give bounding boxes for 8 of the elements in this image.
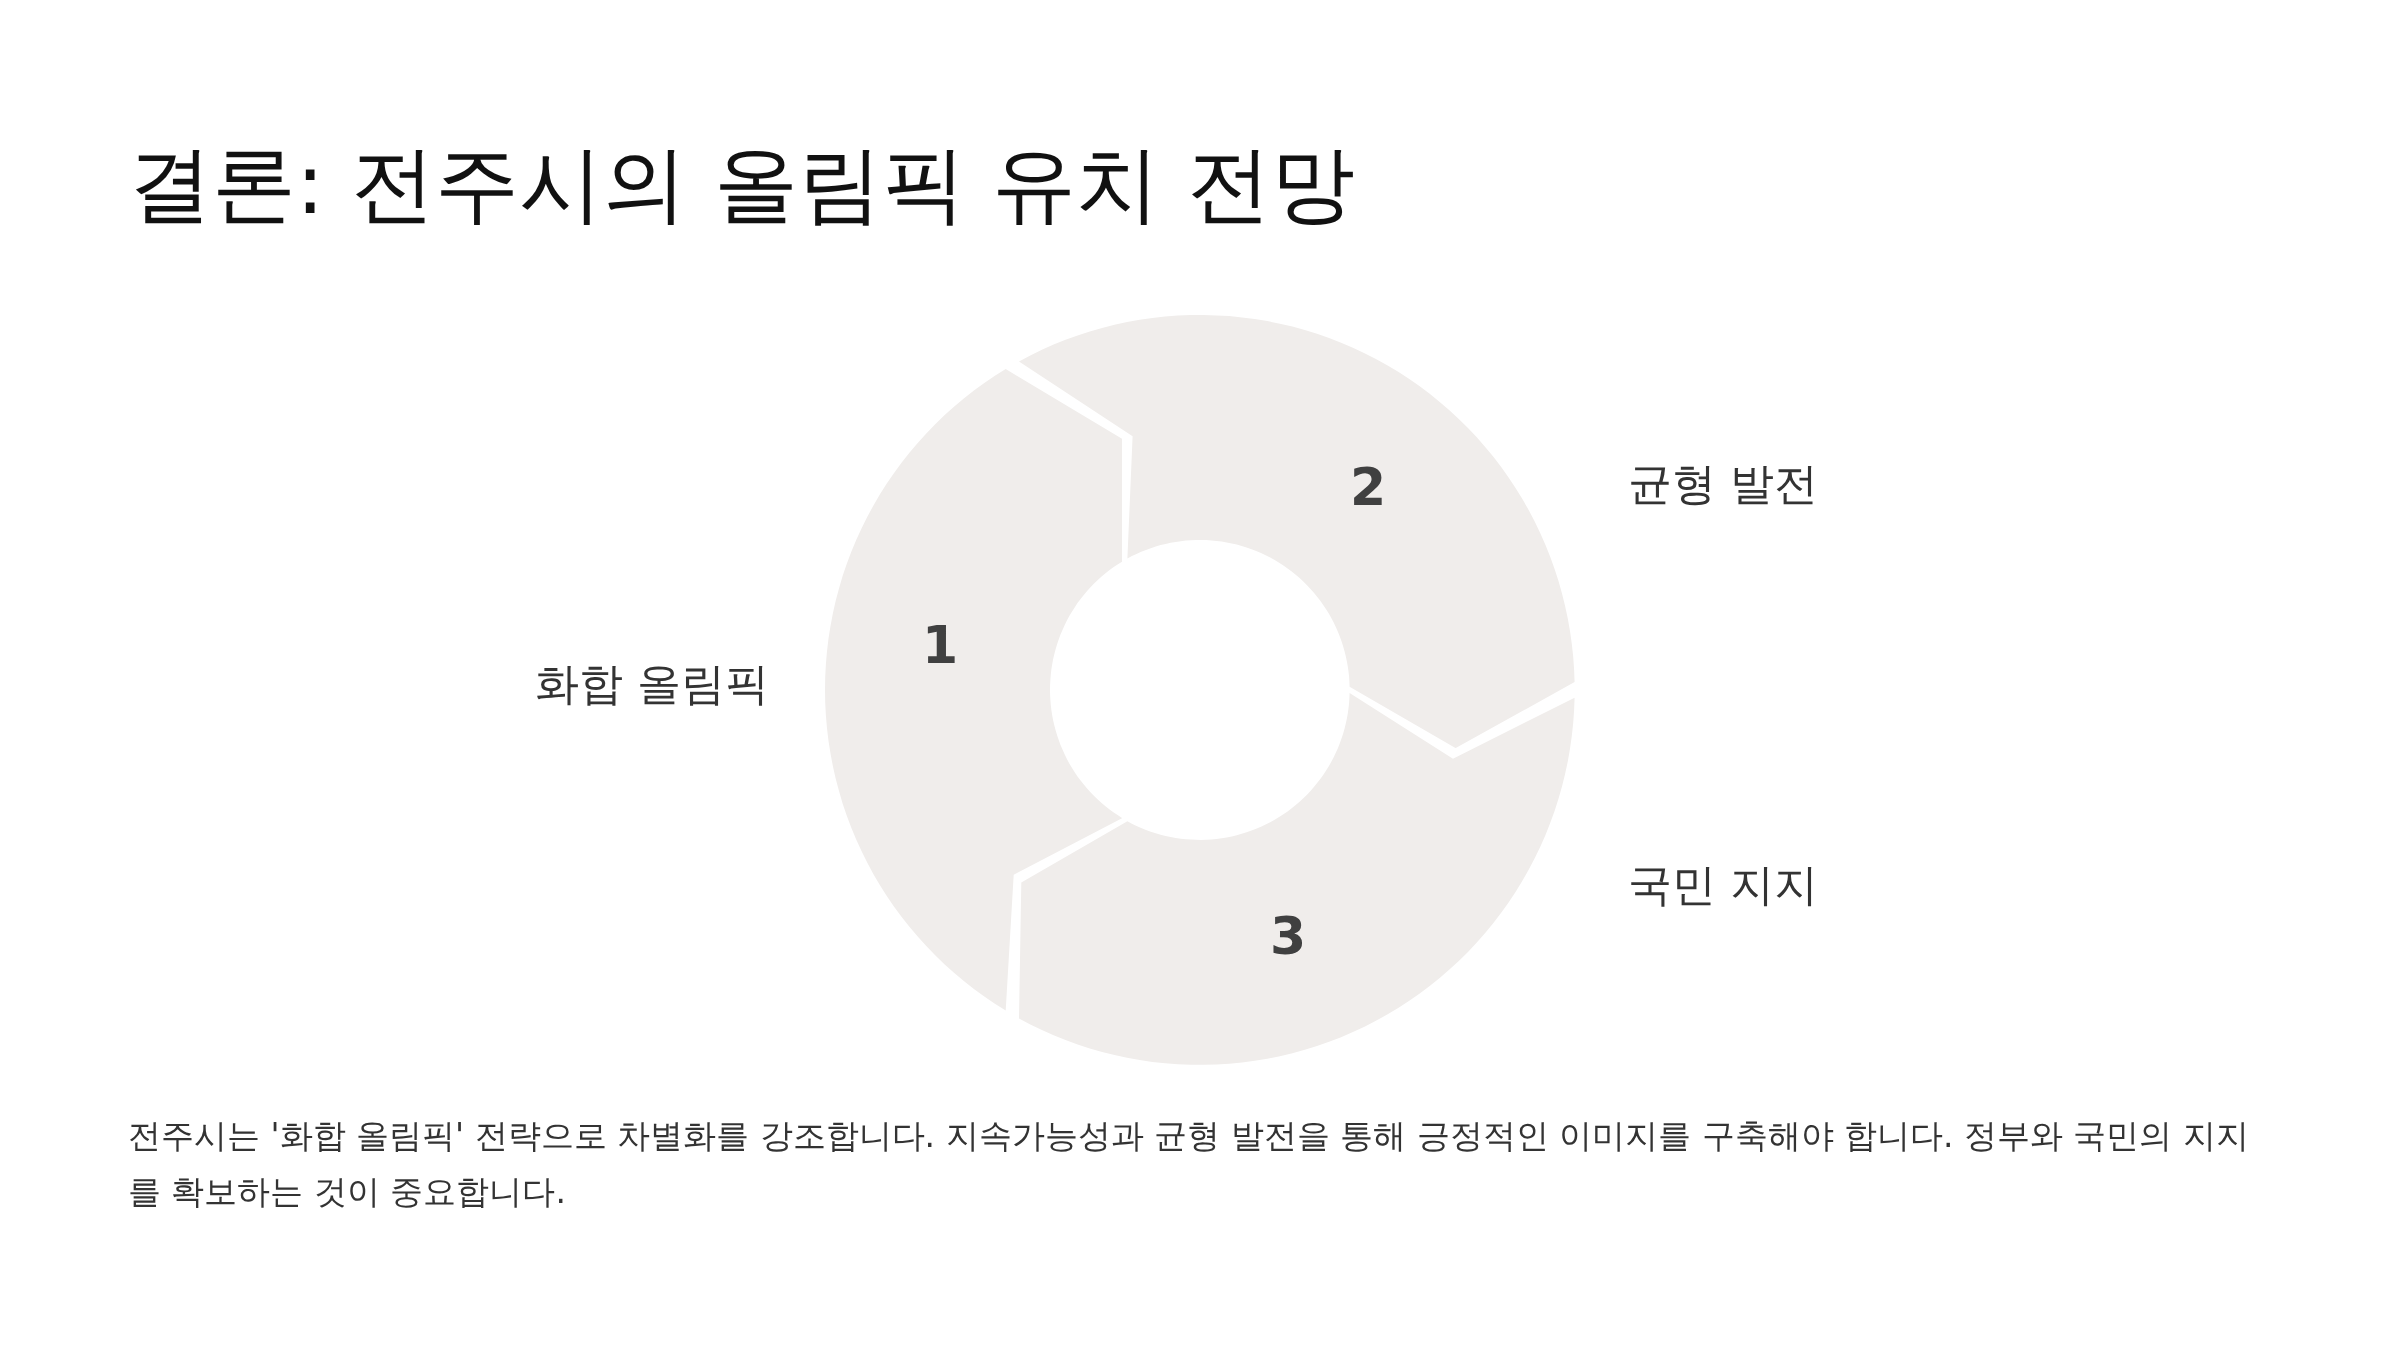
step-label: 균형 발전: [1628, 457, 1818, 511]
slide-title: 결론: 전주시의 올림픽 유치 전망: [128, 134, 1356, 235]
step-number: 2: [1349, 457, 1387, 517]
step-number: 3: [1269, 906, 1307, 966]
step-label: 국민 지지: [1628, 858, 1818, 912]
step-number: 1: [921, 615, 959, 675]
step-label: 화합 올림픽: [535, 657, 769, 711]
caption-text: 전주시는 '화합 올림픽' 전략으로 차별화를 강조합니다. 지속가능성과 균형 발전을 통해 긍정적인 이미지를 구축해야 합니다. 정부와 국민의 지지를 확보하는 것이 중요합니다.: [128, 1115, 2250, 1213]
